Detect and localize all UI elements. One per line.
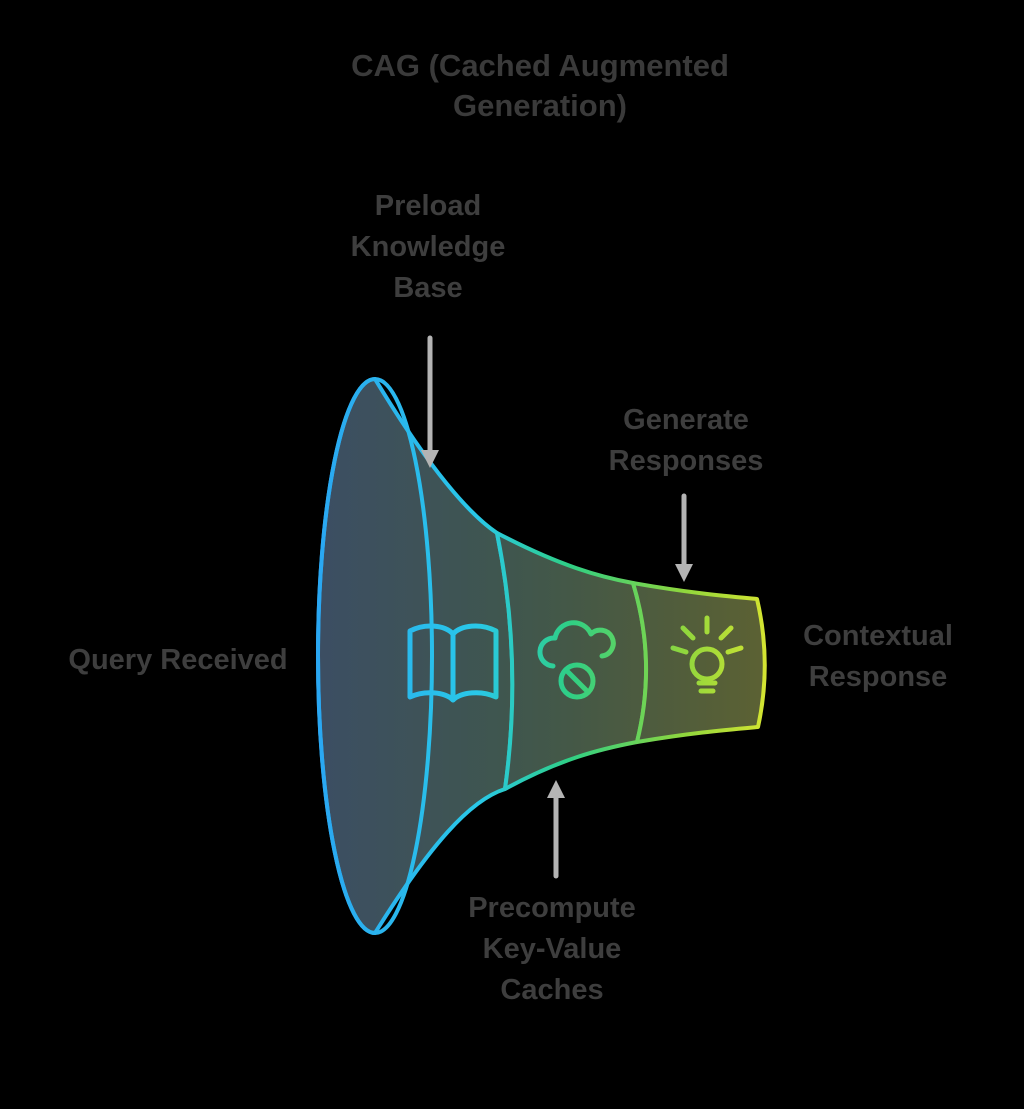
label-generate-responses: Generate Responses bbox=[609, 400, 764, 482]
label-contextual-response: Contextual Response bbox=[803, 616, 953, 698]
arrow-down-preload bbox=[421, 335, 439, 468]
label-line: Query Received bbox=[68, 644, 288, 676]
lightbulb-icon bbox=[670, 615, 744, 694]
title-line: Generation) bbox=[453, 88, 627, 123]
label-line: Responses bbox=[608, 445, 764, 477]
label-line: Response bbox=[808, 661, 948, 693]
label-line: Key-Value bbox=[482, 933, 622, 965]
label-line: Contextual bbox=[803, 620, 953, 652]
funnel-segment-generate bbox=[631, 581, 767, 744]
label-line: Base bbox=[393, 272, 463, 304]
cloud-offline-icon bbox=[537, 620, 616, 700]
diagram-title: CAG (Cached Augmented Generation) bbox=[351, 46, 729, 126]
funnel-bell-ring bbox=[316, 377, 434, 935]
label-precompute-kv-caches: Precompute Key-Value Caches bbox=[468, 888, 636, 1011]
label-line: Caches bbox=[500, 974, 604, 1006]
label-preload-knowledge-base: Preload Knowledge Base bbox=[351, 186, 506, 309]
label-line: Generate bbox=[623, 404, 749, 436]
open-book-icon bbox=[407, 623, 499, 703]
label-line: Knowledge bbox=[350, 231, 506, 263]
label-line: Preload bbox=[374, 190, 482, 222]
funnel-segment-precompute bbox=[495, 531, 649, 791]
arrow-down-generate bbox=[675, 493, 693, 582]
arrow-up-precompute bbox=[547, 780, 565, 879]
arrowhead-down-icon bbox=[421, 450, 439, 468]
label-query-received: Query Received bbox=[68, 640, 287, 681]
arrowhead-up-icon bbox=[547, 780, 565, 798]
label-line: Precompute bbox=[468, 892, 636, 924]
title-line: CAG (Cached Augmented bbox=[351, 48, 729, 83]
arrowhead-down-icon bbox=[675, 564, 693, 582]
